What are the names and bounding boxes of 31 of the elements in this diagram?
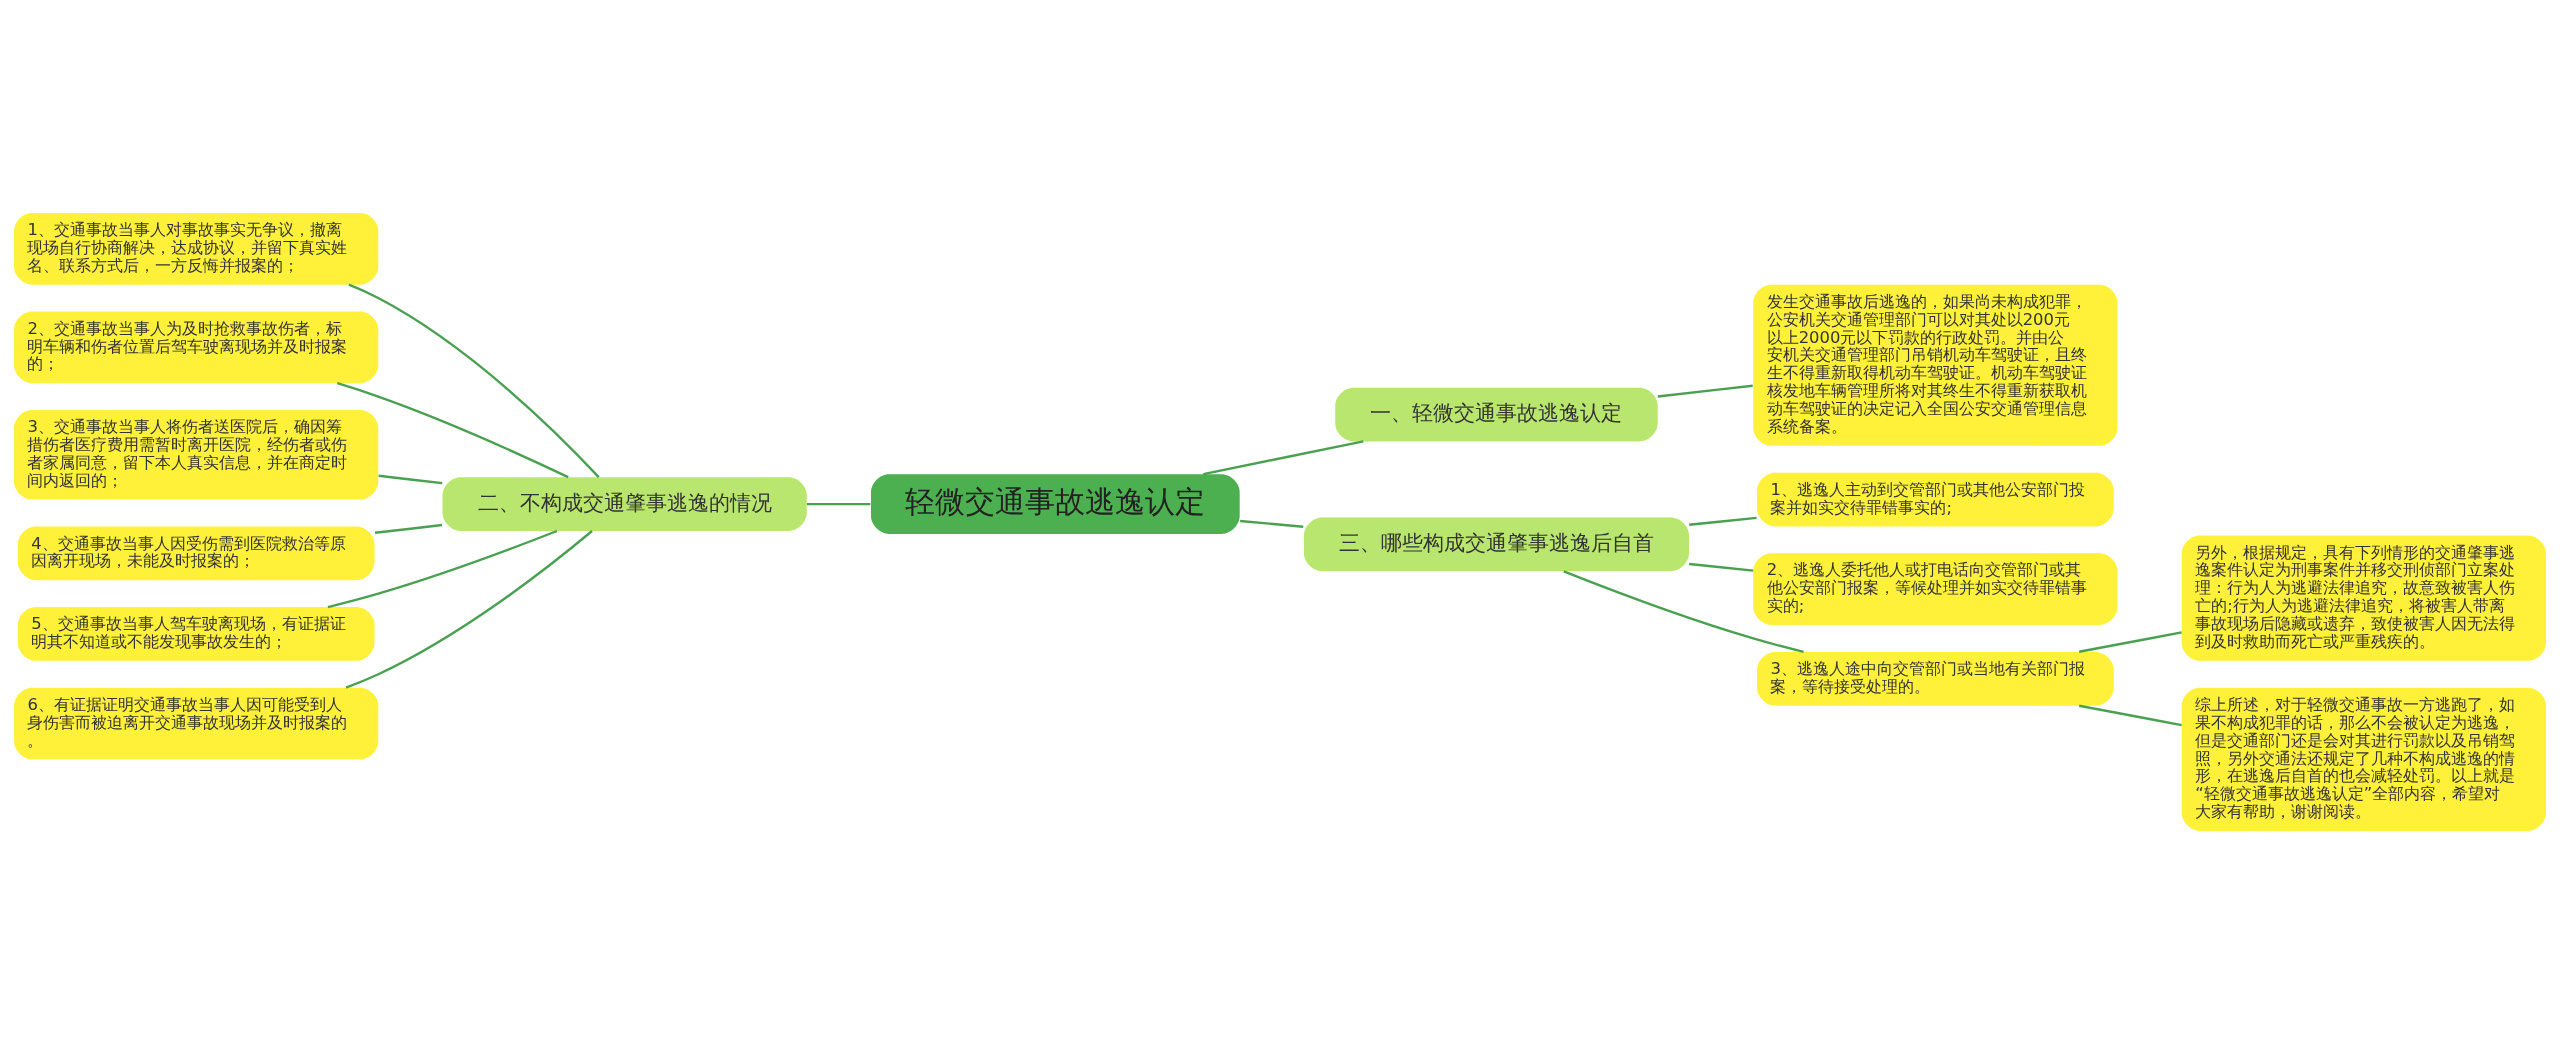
node-box: 5、交通事故当事人驾车驶离现场，有证据证明其不知道或不能发现事故发生的；: [17, 606, 375, 661]
connector: [1689, 516, 1757, 526]
connector: [1203, 439, 1364, 475]
connector: [1689, 562, 1754, 572]
connector: [1563, 569, 1804, 653]
node-box: 4、交通事故当事人因受伤需到医院救治等原因离开现场，未能及时报案的；: [17, 526, 375, 580]
connector: [806, 502, 871, 505]
node-box: 另外，根据规定，具有下列情形的交通肇事逃逸案件认定为刑事案件并移交刑侦部门立案处理：行为人为逃避法律追究，故意致被害人伤亡的;行为人为逃避法律追究，将被害人带离事故现场后隐藏或遗弃，致使被害人因无法得到及时救助而死亡或严重残疾的。: [2181, 534, 2546, 661]
node-box: 2、逃逸人委托他人或打电话向交管部门或其他公安部门报案，等候处理并如实交待罪错事实的;: [1753, 552, 2118, 625]
connector: [345, 529, 593, 689]
connector: [374, 523, 443, 534]
node-box: 发生交通事故后逃逸的，如果尚未构成犯罪，公安机关交通管理部门可以对其处以200元以上2000元以下罚款的行政处罚。并由公安机关交通管理部门吊销机动车驾驶证，且终生不得重新取得机动车驾驶证。机动车驾驶证核发地车辆管理所将对其终生不得重新获取机动车驾驶证的决定记入全国公安交通管理信息系统备案。: [1753, 284, 2118, 446]
connector: [378, 474, 443, 484]
node-box: 3、交通事故当事人将伤者送医院后，确因筹措伤者医疗费用需暂时离开医院，经伤者或伤者家属同意，留下本人真实信息，并在商定时间内返回的；: [14, 409, 379, 500]
node-box: 3、逃逸人途中向交管部门或当地有关部门报案，等待接受处理的。: [1757, 651, 2114, 706]
node-box: 综上所述，对于轻微交通事故一方逃跑了，如果不构成犯罪的话，那么不会被认定为逃逸，但是交通部门还是会对其进行罚款以及吊销驾照，另外交通法还规定了几种不构成逃逸的情形，在逃逸后自首的也会减轻处罚。以上就是“轻微交通事故逃逸认定”全部内容，希望对大家有帮助，谢谢阅读。: [2181, 687, 2546, 831]
node-box: 6、有证据证明交通事故当事人因可能受到人身伤害而被迫离开交通事故现场并及时报案的。: [14, 687, 379, 759]
connector: [348, 283, 600, 478]
connector: [2078, 704, 2182, 726]
connector: [1657, 384, 1753, 398]
node-box: 二、不构成交通肇事逃逸的情况: [442, 476, 807, 531]
node-box: 2、交通事故当事人为及时抢救事故伤者，标明车辆和伤者位置后驾车驶离现场并及时报案的；: [14, 311, 379, 383]
node-box: 1、交通事故当事人对事故事实无争议，撤离现场自行协商解决，达成协议，并留下真实姓名、联系方式后，一方反悔并报案的；: [14, 212, 379, 285]
node-box: 三、哪些构成交通肇事逃逸后自首: [1303, 517, 1690, 571]
node-box: 一、轻微交通事故逃逸认定: [1335, 387, 1658, 441]
connector: [337, 381, 569, 478]
connector: [1240, 519, 1304, 528]
connector: [327, 529, 558, 608]
node-box: 轻微交通事故逃逸认定: [870, 473, 1240, 534]
node-box: 1、逃逸人主动到交管部门或其他公安部门投案并如实交待罪错事实的;: [1757, 472, 2114, 526]
connector: [2078, 630, 2182, 653]
